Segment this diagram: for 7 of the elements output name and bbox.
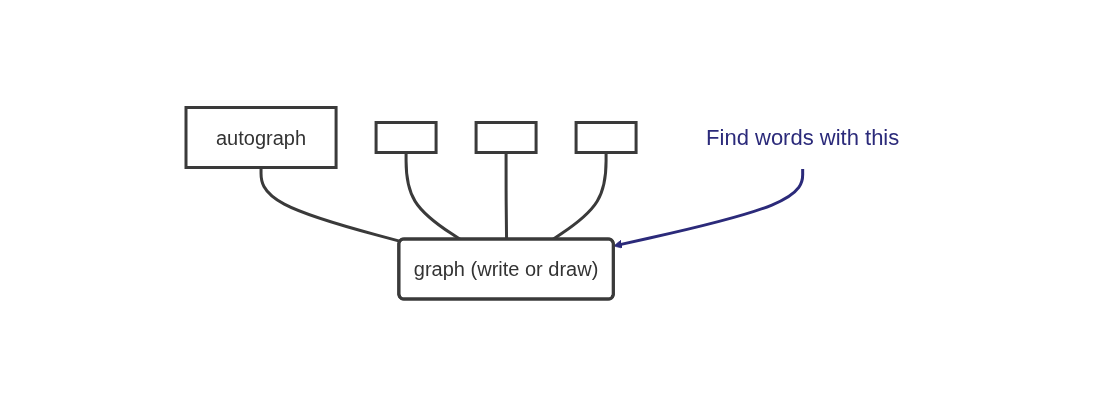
- node-box: autograph: [184, 105, 338, 169]
- connector: [259, 167, 401, 243]
- node-box: [474, 120, 538, 154]
- node-text: Find words with this: [705, 124, 900, 150]
- node-box: [574, 120, 638, 154]
- node-box: [374, 120, 438, 154]
- arrow: [613, 168, 805, 249]
